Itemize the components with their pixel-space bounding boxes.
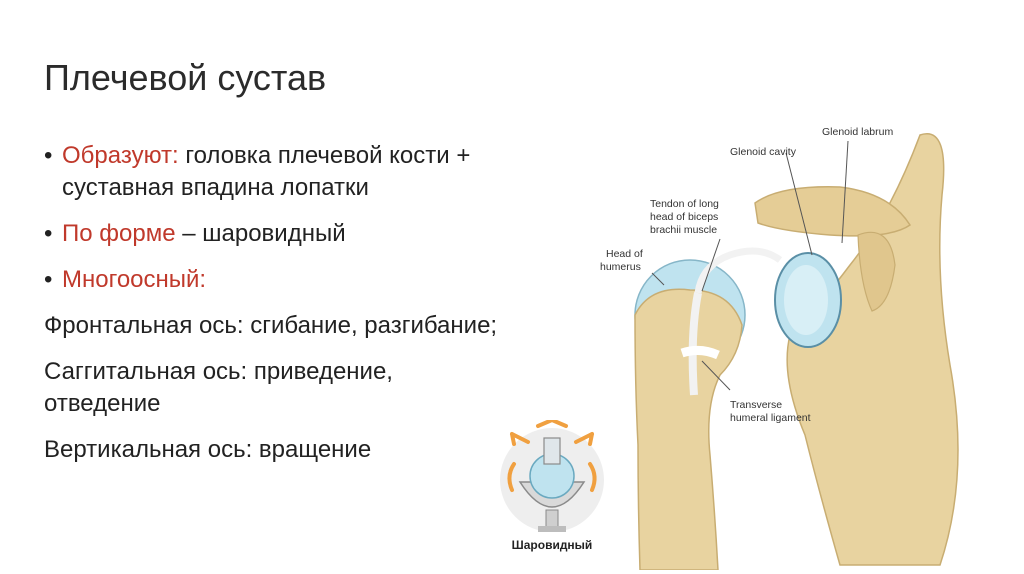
bullet-accent: По форме [62,220,176,247]
glenoid-inner-shape [784,265,828,335]
illustration-caption: Шаровидный [511,538,593,552]
label-tendon-line3: brachii muscle [650,224,717,236]
sagittal-axis-text: Саггитальная ось: приведение, отведение [44,358,393,417]
label-tendon-line2: head of biceps [650,211,718,223]
bullet-item-shape: По форме – шаровидный [44,218,514,250]
label-transverse-line2: humeral ligament [730,412,811,424]
frontal-axis-text: Фронтальная ось: сгибание, разгибание; [44,312,498,339]
scapula-shape [786,133,959,566]
bullet-accent: Образуют: [62,142,179,169]
ball-socket-illustration: Шаровидный [498,417,606,570]
acromion-shape [754,186,912,237]
label-glenoid-cavity: Glenoid cavity [730,146,797,158]
biceps-tendon-lower [688,292,702,396]
vertical-axis-text: Вертикальная ось: вращение [44,436,372,463]
label-glenoid-labrum: Glenoid labrum [822,126,893,138]
label-transverse-line1: Transverse [730,399,782,411]
ball-socket-icon [500,417,604,532]
humerus-shape [634,288,743,570]
slide-title: Плечевой сустав [44,57,327,98]
shoulder-anatomy-diagram: Glenoid labrum Glenoid cavity Tendon of … [600,126,959,570]
bullet-accent: Многоосный: [62,266,207,293]
bullet-text: головка плечевой кости + суставная впади… [62,142,471,201]
bullet-item-axes: Многоосный: [44,264,514,296]
bullet-item-formation: Образуют: головка плечевой кости + суста… [44,140,514,204]
transverse-ligament [680,345,720,360]
content-area: Образуют: головка плечевой кости + суста… [44,140,514,480]
label-tendon-line1: Tendon of long [650,198,719,210]
coracoid-shape [857,231,896,312]
leader-lines [651,140,849,391]
biceps-tendon [694,247,783,294]
label-head-line2: humerus [600,261,641,273]
label-head-line1: Head of [606,248,643,260]
bullet-text: – шаровидный [175,220,346,247]
